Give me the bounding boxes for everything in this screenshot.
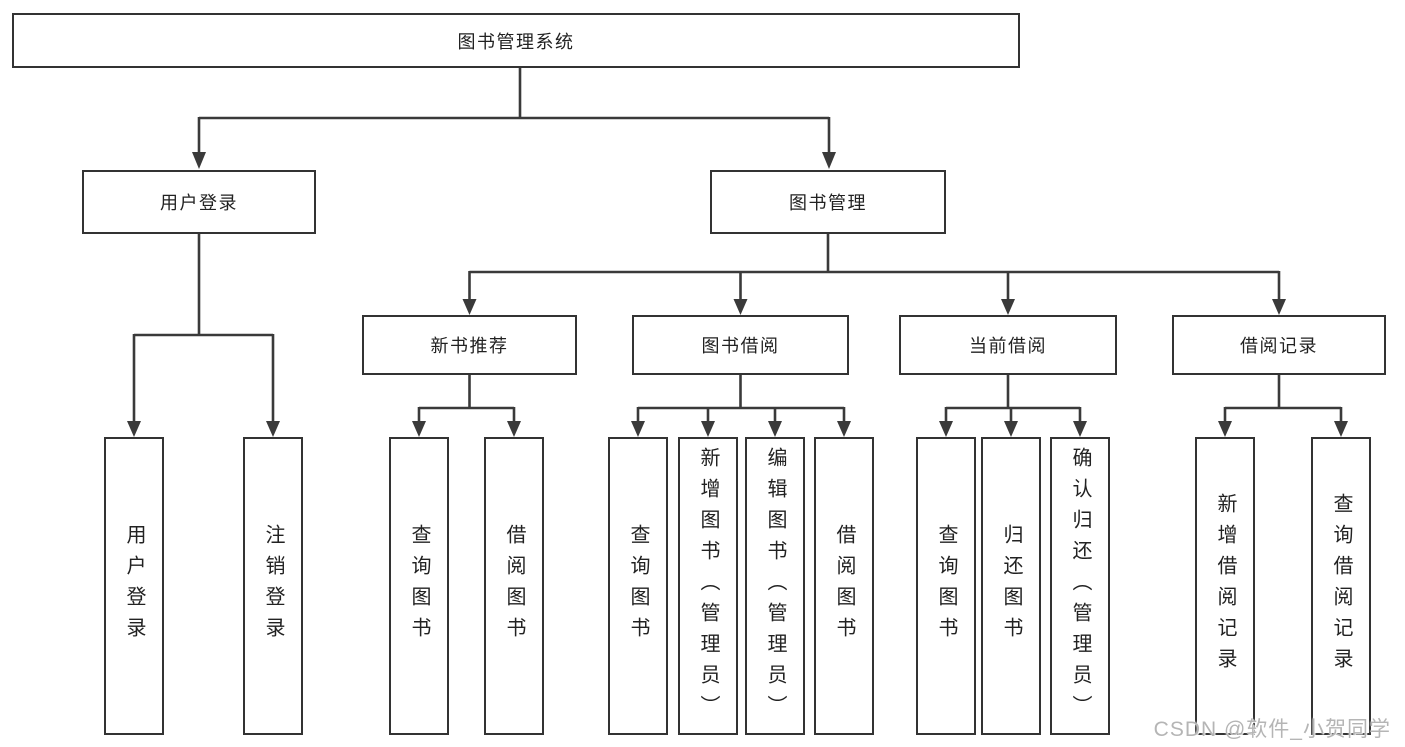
node-label: 图书借阅 xyxy=(701,336,780,356)
node-user-login-leaf: 用户登录 xyxy=(104,437,164,735)
node-label: 新增借阅记录 xyxy=(1214,493,1236,679)
node-label: 借阅记录 xyxy=(1240,336,1318,356)
node-label: 归还图书 xyxy=(1000,524,1022,648)
node-query-books-current: 查询图书 xyxy=(916,437,976,735)
node-query-books-recommend: 查询图书 xyxy=(389,437,449,735)
node-book-management: 图书管理 xyxy=(710,170,946,234)
node-label: 用户登录 xyxy=(123,524,145,648)
node-label: 注销登录 xyxy=(262,524,284,648)
node-label: 查询图书 xyxy=(627,524,649,648)
node-label: 用户登录 xyxy=(160,193,238,213)
node-logout: 注销登录 xyxy=(243,437,303,735)
node-add-books-admin: 新增图书（管理员） xyxy=(678,437,738,735)
node-borrow-books: 借阅图书 xyxy=(814,437,874,735)
node-borrow-books-recommend: 借阅图书 xyxy=(484,437,544,735)
node-query-books-borrowing: 查询图书 xyxy=(608,437,668,735)
node-label: 查询图书 xyxy=(935,524,957,648)
node-label: 确认归还（管理员） xyxy=(1069,446,1091,726)
node-return-books: 归还图书 xyxy=(981,437,1041,735)
node-label: 新增图书（管理员） xyxy=(697,446,719,726)
node-add-borrow-record: 新增借阅记录 xyxy=(1195,437,1255,735)
node-confirm-return-admin: 确认归还（管理员） xyxy=(1050,437,1110,735)
csdn-watermark: CSDN @软件_小贺同学 xyxy=(1153,718,1391,741)
node-borrowing-records: 借阅记录 xyxy=(1172,315,1386,375)
node-current-borrowing: 当前借阅 xyxy=(899,315,1117,375)
node-label: 当前借阅 xyxy=(969,336,1047,356)
node-query-borrow-record: 查询借阅记录 xyxy=(1311,437,1371,735)
node-edit-books-admin: 编辑图书（管理员） xyxy=(745,437,805,735)
node-label: 编辑图书（管理员） xyxy=(764,446,786,726)
node-label: 图书管理系统 xyxy=(457,31,575,52)
node-label: 查询借阅记录 xyxy=(1330,493,1352,679)
node-library-management-system: 图书管理系统 xyxy=(12,13,1020,68)
node-label: 借阅图书 xyxy=(833,524,855,648)
node-new-book-recommendation: 新书推荐 xyxy=(362,315,577,375)
node-label: 图书管理 xyxy=(789,193,867,213)
node-user-login: 用户登录 xyxy=(82,170,316,234)
node-label: 查询图书 xyxy=(408,524,430,648)
node-book-borrowing: 图书借阅 xyxy=(632,315,849,375)
node-label: 借阅图书 xyxy=(503,524,525,648)
node-label: 新书推荐 xyxy=(430,336,509,356)
